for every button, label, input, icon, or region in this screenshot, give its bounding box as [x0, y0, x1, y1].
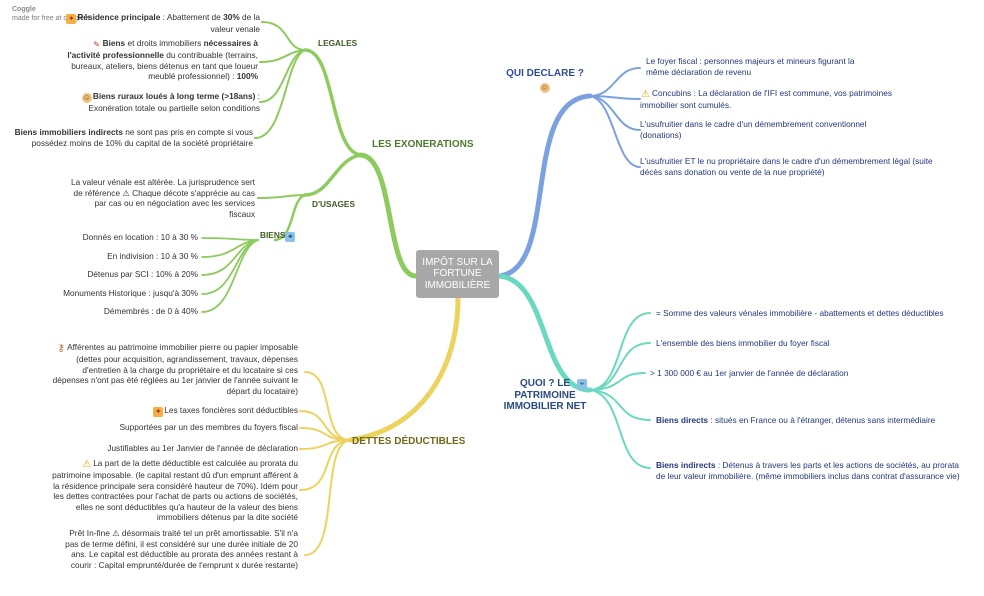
qui-item-2[interactable]: ⚠Concubins : La déclaration de l'IFI est…	[640, 88, 893, 110]
edge-quoi	[496, 273, 593, 393]
pin-icon: ✎	[93, 40, 100, 49]
edge-dettes-5	[299, 439, 351, 491]
dettes-item-5[interactable]: ⚠La part de la dette déductible est calc…	[52, 458, 298, 523]
qui-item-3[interactable]: L'usufruitier dans le cadre d'un démembr…	[640, 119, 867, 140]
edge-dettes-1	[304, 371, 351, 441]
edge-dettes-4	[299, 439, 351, 450]
edge-exonerations	[357, 152, 419, 279]
qui-item-4[interactable]: L'usufruitier ET le nu propriétaire dans…	[640, 156, 933, 177]
qui-item-1[interactable]: Le foyer fiscal : personnes majeurs et m…	[646, 56, 855, 77]
edge-dettes-6	[304, 439, 351, 556]
edge-quoi-1	[589, 312, 651, 391]
edge-legales-4	[254, 49, 306, 139]
quoi-item-3[interactable]: > 1 300 000 € au 1er janvier de l'année …	[650, 368, 849, 378]
edge-usages-note	[257, 194, 306, 199]
edge-quoi-4	[589, 389, 651, 421]
quoi-title[interactable]: QUOI ? LE PATRIMOINE IMMOBILIER NET	[503, 378, 587, 412]
center-node[interactable]: IMPÔT SUR LA FORTUNE IMMOBILIÈRE	[416, 250, 499, 298]
dettes-title[interactable]: DETTES DÉDUCTIBLES	[352, 436, 466, 447]
legales-label[interactable]: LEGALES	[318, 38, 358, 48]
biens-label[interactable]: BIENS⌖	[260, 230, 296, 242]
edge-usages	[303, 153, 362, 197]
quoi-item-2[interactable]: L'ensemble des biens immobilier du foyer…	[656, 338, 830, 348]
brand-tagline: made for free at coggle.it	[12, 14, 90, 22]
exonerations-title[interactable]: LES EXONERATIONS	[372, 139, 474, 150]
edge-quoi-5	[589, 389, 651, 469]
edge-biens-5	[201, 239, 259, 313]
biens-item-sci[interactable]: Détenus par SCI : 10% à 20%	[87, 269, 198, 279]
edge-dettes	[347, 295, 461, 443]
usages-label[interactable]: D'USAGES	[312, 199, 356, 209]
quoi-item-5[interactable]: Biens indirects : Détenus à travers les …	[656, 460, 960, 481]
edge-legales-1	[261, 21, 306, 51]
legales-item-3[interactable]: ☺Biens ruraux loués à long terme (>18ans…	[81, 91, 260, 113]
map-icon: ⌖	[577, 379, 587, 389]
person-icon: ☺	[81, 93, 92, 103]
edge-dettes-2	[299, 410, 351, 441]
quoi-item-1[interactable]: = Somme des valeurs vénales immobilière …	[656, 308, 944, 318]
edge-qui-3	[589, 95, 641, 131]
edge-legales-3	[259, 49, 306, 103]
edge-qui-declare	[496, 93, 593, 279]
dettes-item-4[interactable]: Justifiables au 1er Janvier de l'année d…	[107, 443, 298, 453]
center-label: IMPÔT SUR LA FORTUNE IMMOBILIÈRE	[422, 256, 493, 291]
usages-note[interactable]: La valeur vénale est altérée. La jurispr…	[70, 177, 255, 219]
biens-item-indivision[interactable]: En indivision : 10 à 30 %	[107, 251, 198, 261]
edge-biens	[273, 193, 307, 242]
dettes-item-3[interactable]: Supportées par un des membres du foyers …	[119, 422, 298, 432]
edge-legales	[303, 48, 362, 157]
map-icon: ⌖	[285, 232, 296, 242]
gift-icon: ✦	[153, 407, 164, 417]
warning-icon: ⚠	[82, 459, 92, 470]
dettes-item-2[interactable]: ✦Les taxes foncières sont déductibles	[153, 405, 298, 417]
biens-item-location[interactable]: Donnés en location : 10 à 30 %	[82, 232, 198, 242]
biens-item-demembres[interactable]: Démembrés : de 0 à 40%	[103, 306, 198, 316]
warning-icon: ⚠	[641, 89, 650, 100]
edge-quoi-2	[589, 342, 651, 391]
legales-item-1[interactable]: ✦Résidence principale : Abattement de 30…	[66, 12, 260, 34]
gift-icon: ✦	[66, 14, 77, 24]
people-icon: ☺	[539, 82, 550, 93]
edge-qui-1	[589, 67, 641, 97]
dettes-item-1[interactable]: ⚷Afférentes au patrimoine immobilier pie…	[52, 342, 298, 396]
key-icon: ⚷	[57, 343, 65, 354]
edge-qui-4	[589, 95, 641, 168]
brand-name: Coggle	[12, 6, 36, 13]
edge-legales-2	[259, 49, 306, 63]
legales-item-2[interactable]: ✎Biens et droits immobiliers nécessaires…	[67, 38, 258, 82]
edge-biens-1	[201, 237, 259, 241]
legales-item-4[interactable]: Biens immobiliers indirects ne sont pas …	[14, 127, 253, 148]
edge-quoi-3	[589, 372, 646, 391]
qui-declare-title[interactable]: QUI DECLARE ? ☺	[506, 68, 584, 93]
dettes-item-6[interactable]: Prêt In-fine ⚠ désormais traité tel un p…	[65, 528, 298, 570]
biens-item-monuments[interactable]: Monuments Historique : jusqu'à 30%	[63, 288, 198, 298]
coggle-brand[interactable]: Coggle made for free at coggle.it	[12, 6, 89, 24]
quoi-item-4[interactable]: Biens directs : situés en France ou à l'…	[656, 415, 936, 425]
